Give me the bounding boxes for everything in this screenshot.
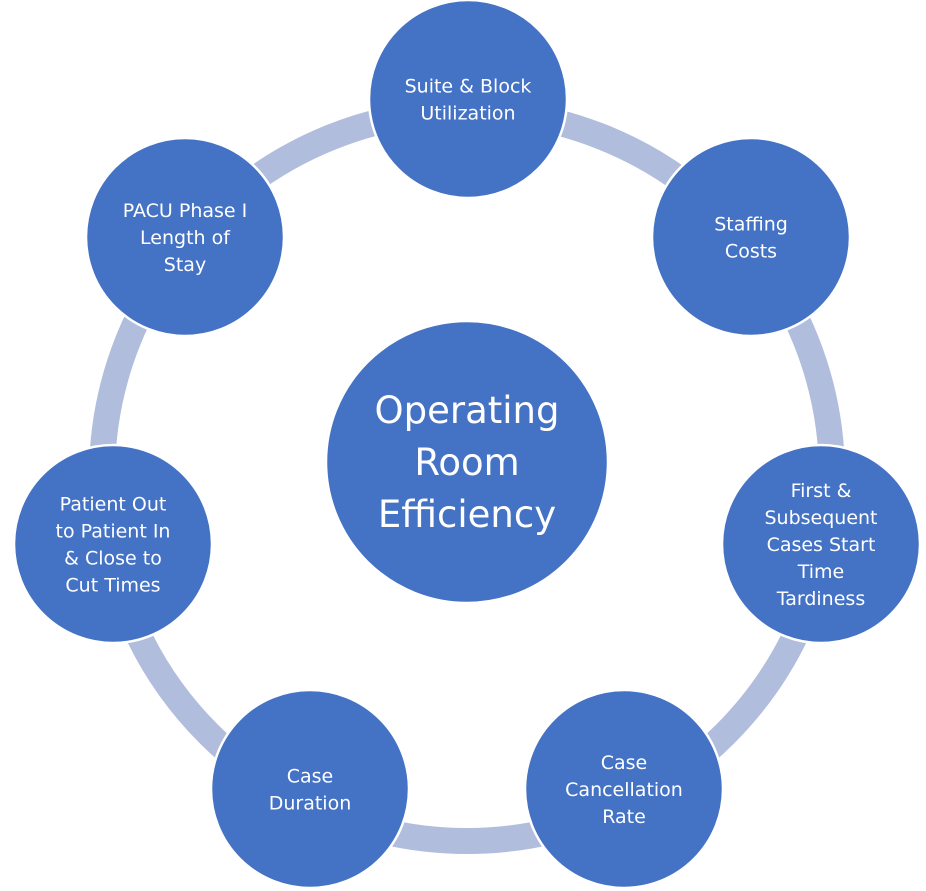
node-label-line: Length of [140, 227, 231, 249]
node-label-line: Costs [725, 241, 777, 263]
node-circle [367, 0, 569, 200]
node-label-line: Cut Times [65, 575, 160, 597]
node-pacu-length-of-stay: PACU Phase I Length of Stay [84, 136, 286, 338]
node-circle [12, 443, 214, 645]
node-label-line: & Close to [64, 548, 162, 570]
node-label-line: Cases Start [767, 534, 876, 556]
node-label-line: Tardiness [776, 588, 865, 610]
node-label-line: Rate [602, 806, 646, 828]
center-title-line: Efficiency [378, 493, 556, 536]
node-label-line: Duration [269, 793, 352, 815]
node-label: Patient Out to Patient In & Close to Cut Ti… [56, 494, 171, 597]
node-circle [650, 136, 852, 338]
center-circle [324, 319, 610, 605]
node-label: PACU Phase I Length of Stay [123, 200, 248, 276]
center-title-line: Operating [375, 389, 560, 432]
node-label-line: Stay [164, 254, 206, 276]
node-circle [720, 443, 922, 645]
node-label-line: First & [791, 480, 852, 502]
node-circle [209, 688, 411, 890]
node-label-line: Subsequent [764, 507, 877, 529]
node-label-line: to Patient In [56, 521, 171, 543]
node-label-line: Staffing [714, 214, 788, 236]
node-label-line: PACU Phase I [123, 200, 248, 222]
node-circle [523, 688, 725, 890]
node-label-line: Time [797, 561, 845, 583]
node-label-line: Suite & Block [405, 76, 532, 98]
node-circle [84, 136, 286, 338]
node-label-line: Case [287, 766, 334, 788]
center-title-line: Room [414, 441, 519, 484]
node-label-line: Patient Out [60, 494, 167, 516]
node-label-line: Cancellation [565, 779, 683, 801]
node-label-line: Case [601, 752, 648, 774]
node-patient-out-patient-in: Patient Out to Patient In & Close to Cut Ti… [12, 443, 214, 645]
node-label-line: Utilization [420, 103, 515, 125]
